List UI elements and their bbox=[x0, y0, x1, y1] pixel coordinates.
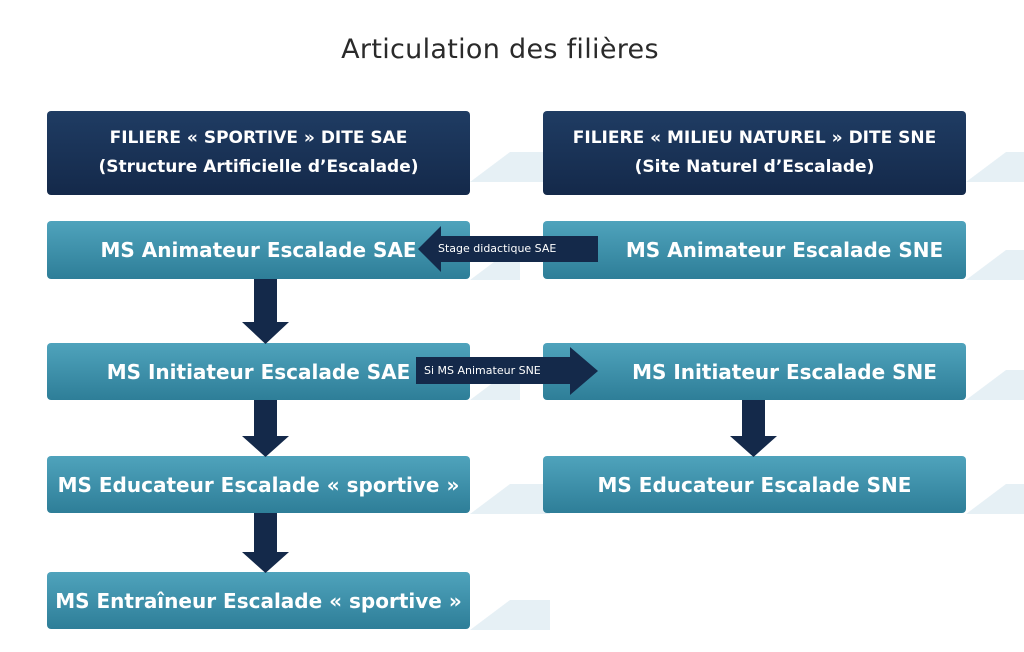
sae-level-label: MS Entraîneur Escalade « sportive » bbox=[55, 588, 462, 613]
box-shadow bbox=[966, 250, 1024, 280]
arrow-down-icon bbox=[730, 400, 777, 457]
link-label-si-animateur: Si MS Animateur SNE bbox=[424, 364, 541, 377]
box-shadow bbox=[470, 600, 550, 630]
sae-header-title: FILIERE « SPORTIVE » DITE SAE bbox=[109, 128, 408, 148]
sae-level-label: MS Educateur Escalade « sportive » bbox=[57, 472, 460, 497]
sae-header-box: FILIERE « SPORTIVE » DITE SAE (Structure… bbox=[47, 111, 470, 195]
box-shadow bbox=[966, 152, 1024, 182]
arrow-down-icon bbox=[242, 400, 289, 457]
box-shadow bbox=[966, 370, 1024, 400]
link-label-stage-didactique: Stage didactique SAE bbox=[438, 242, 557, 255]
sne-header-subtitle: (Site Naturel d’Escalade) bbox=[634, 157, 875, 177]
sae-level-educateur: MS Educateur Escalade « sportive » bbox=[47, 456, 470, 513]
arrow-right-icon bbox=[416, 347, 598, 395]
sne-level-label: MS Educateur Escalade SNE bbox=[597, 472, 912, 497]
sne-header-box: FILIERE « MILIEU NATUREL » DITE SNE (Sit… bbox=[543, 111, 966, 195]
sae-level-entraineur: MS Entraîneur Escalade « sportive » bbox=[47, 572, 470, 629]
sae-header-subtitle: (Structure Artificielle d’Escalade) bbox=[98, 157, 419, 177]
sne-level-initiateur: MS Initiateur Escalade SNE bbox=[543, 343, 966, 400]
sae-level-initiateur: MS Initiateur Escalade SAE bbox=[47, 343, 470, 400]
sne-level-label: MS Initiateur Escalade SNE bbox=[632, 359, 937, 384]
sne-level-label: MS Animateur Escalade SNE bbox=[625, 238, 944, 262]
sae-level-label: MS Initiateur Escalade SAE bbox=[106, 359, 411, 384]
sne-level-animateur: MS Animateur Escalade SNE bbox=[543, 221, 966, 279]
arrow-down-icon bbox=[242, 279, 289, 344]
sae-level-label: MS Animateur Escalade SAE bbox=[100, 238, 417, 262]
sne-header-title: FILIERE « MILIEU NATUREL » DITE SNE bbox=[572, 128, 937, 148]
sae-level-animateur: MS Animateur Escalade SAE bbox=[47, 221, 470, 279]
diagram-title: Articulation des filières bbox=[341, 34, 659, 65]
arrow-left-icon bbox=[418, 226, 598, 272]
arrow-down-icon bbox=[242, 513, 289, 573]
sne-level-educateur: MS Educateur Escalade SNE bbox=[543, 456, 966, 513]
box-shadow bbox=[470, 484, 550, 514]
box-shadow bbox=[966, 484, 1024, 514]
